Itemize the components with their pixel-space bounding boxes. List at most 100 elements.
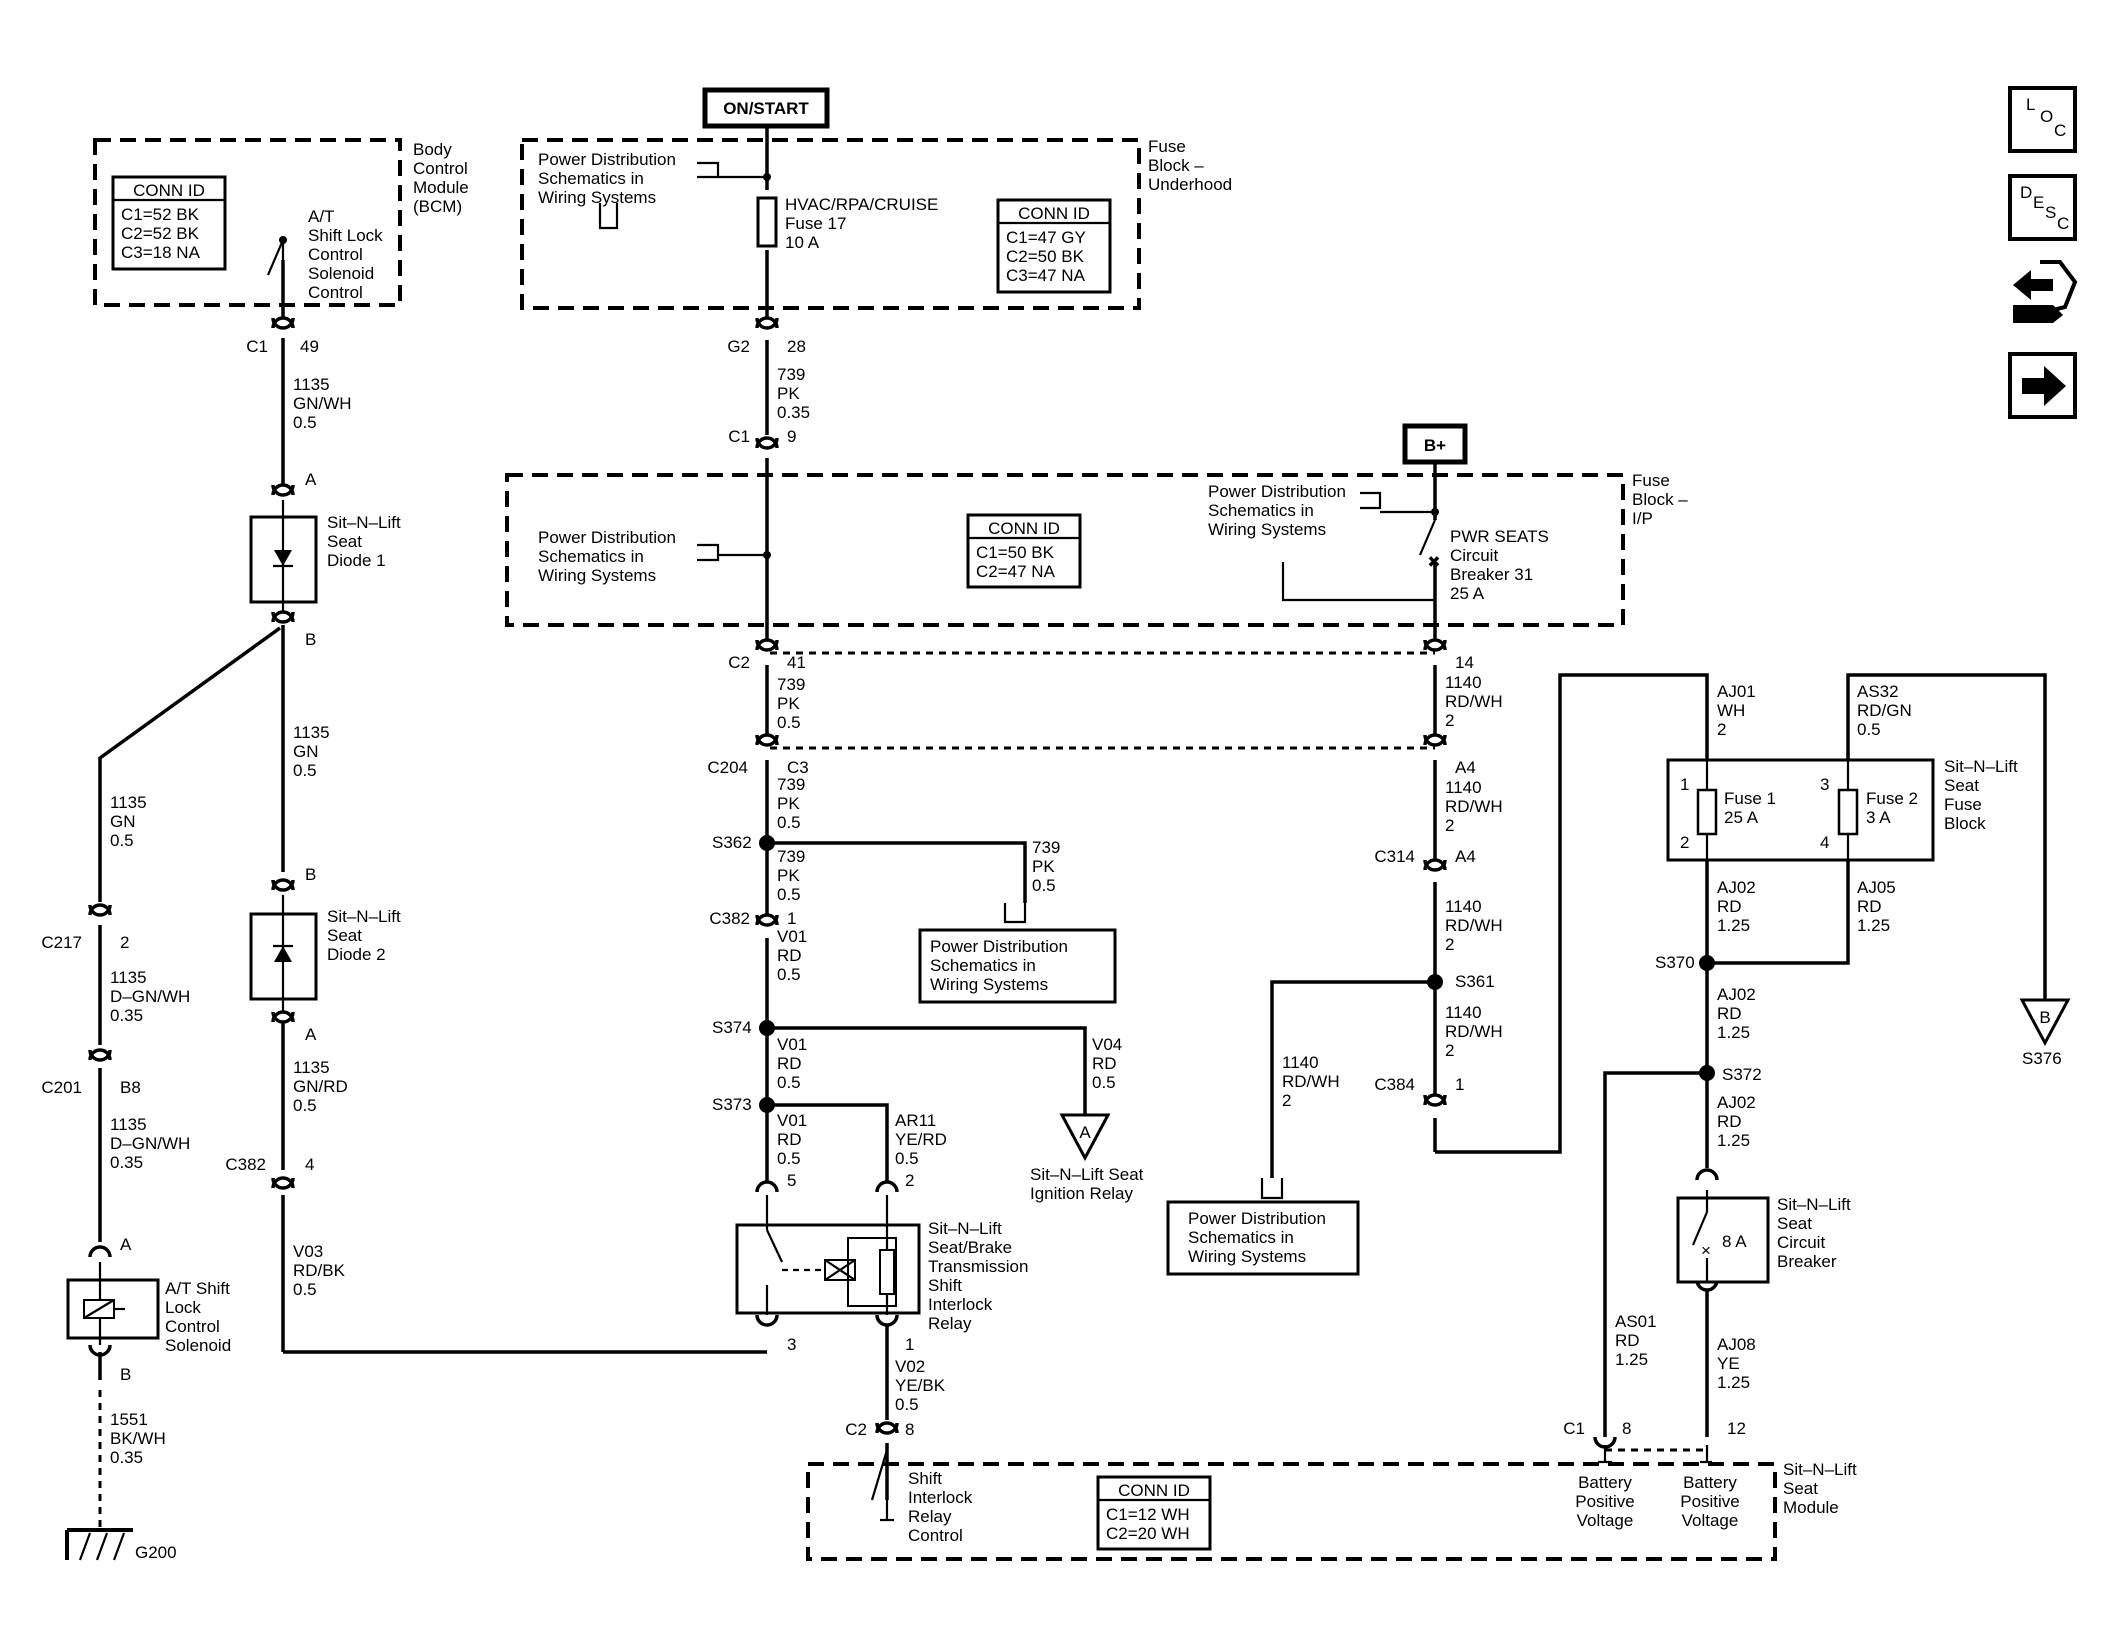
wire-label-w31-line-0: AS01 [1615, 1312, 1657, 1331]
wire-label-w14-line-1: RD [777, 946, 802, 965]
splice-s362-label: S362 [712, 833, 752, 852]
loc-button[interactable]: L O C [2008, 86, 2077, 153]
cb-rating: 8 A [1722, 1232, 1747, 1251]
wire-label-w15-line-2: 0.5 [777, 1073, 801, 1092]
relay-label-line-4: Interlock [928, 1295, 993, 1314]
diode2-label-line-0: Sit–N–Lift [327, 907, 401, 926]
offpage-b-ref: S376 [2022, 1049, 2062, 1068]
seat-cb-label-line-0: Sit–N–Lift [1777, 1195, 1851, 1214]
wire-label-w4-line-1: D–GN/WH [110, 987, 190, 1006]
shift-interlock-ctrl-label-line-1: Interlock [908, 1488, 973, 1507]
ground-g200 [65, 1390, 133, 1561]
seat-module-box [806, 1462, 1777, 1561]
conn-c204-id: C204 [707, 758, 748, 777]
wire-label-w32-line-1: YE [1717, 1354, 1740, 1373]
wire-label-w4-line-2: 0.35 [110, 1006, 143, 1025]
bcm-label-line-1: Control [413, 159, 468, 178]
fuse-underhood-label-line-2: Underhood [1148, 175, 1232, 194]
diode2-label-line-2: Diode 2 [327, 945, 386, 964]
pin-b-sol: B [120, 1365, 131, 1384]
fuse17-label-line-1: Fuse 17 [785, 214, 846, 233]
conn-c382-1-id: C382 [709, 909, 750, 928]
power-dist-uh-line-2: Wiring Systems [538, 188, 656, 207]
wire-label-w7-line-0: 1135 [293, 1058, 330, 1077]
wire-label-w1-line-2: 0.5 [293, 413, 317, 432]
wire-label-w10-line-1: PK [777, 694, 800, 713]
power-dist-box-2-text-line-0: Power Distribution [1188, 1209, 1326, 1228]
conn-c382-4-id: C382 [225, 1155, 266, 1174]
wire-label-w9-line-1: PK [777, 384, 800, 403]
pwr-seats-label-line-0: PWR SEATS [1450, 527, 1549, 546]
power-dist-uh-line-0: Power Distribution [538, 150, 676, 169]
splice-s373-label: S373 [712, 1095, 752, 1114]
wire-label-w20-line-1: RD/WH [1445, 692, 1503, 711]
batt2-label-line-2: Voltage [1682, 1511, 1739, 1530]
conn-id-table-bcm [111, 175, 227, 271]
diode1-label-line-0: Sit–N–Lift [327, 513, 401, 532]
wire-label-w26-line-2: 0.5 [1857, 720, 1881, 739]
pin-14: 14 [1455, 653, 1474, 672]
diode1-label-line-1: Seat [327, 532, 362, 551]
fuse-underhood-label-line-1: Block – [1148, 156, 1204, 175]
seat-cb-label-line-3: Breaker [1777, 1252, 1837, 1271]
desc-button[interactable]: D E S C [2008, 174, 2077, 241]
power-dist-box-1-text-line-2: Wiring Systems [930, 975, 1048, 994]
wire-label-w18-line-2: 0.5 [895, 1149, 919, 1168]
wire-label-w30-line-2: 1.25 [1717, 1131, 1750, 1150]
conn-c1-9-id: C1 [728, 427, 750, 446]
conn-c1-8-id: C1 [1563, 1419, 1585, 1438]
wire-label-w6-line-1: BK/WH [110, 1429, 166, 1448]
connector-view-icon[interactable] [2013, 260, 2078, 323]
wire-label-w16-line-2: 0.5 [777, 1149, 801, 1168]
wire-label-w11-line-2: 0.5 [777, 813, 801, 832]
conn-g2-28-id: G2 [727, 337, 750, 356]
shift-lock-control-label-line-0: A/T [308, 207, 334, 226]
wire-label-w27-line-1: RD [1717, 897, 1742, 916]
wire-network [98, 126, 2047, 1500]
wire-label-w31-line-2: 1.25 [1615, 1350, 1648, 1369]
fuse-ip-label-line-1: Block – [1632, 490, 1688, 509]
fb-pin-2: 2 [1680, 833, 1689, 852]
wire-label-w6-line-2: 0.35 [110, 1448, 143, 1467]
next-page-button[interactable] [2008, 352, 2077, 419]
wire-label-w24-line-0: 1140 [1282, 1053, 1319, 1072]
wire-label-w5-line-0: 1135 [110, 1115, 147, 1134]
offpage-connector-b: B [2019, 998, 2071, 1047]
wire-label-w14-line-2: 0.5 [777, 965, 801, 984]
conn-c217-pin: 2 [120, 933, 129, 952]
conn-table-sm-title: CONN ID [1118, 1481, 1190, 1500]
wire-label-w16-line-0: V01 [777, 1111, 807, 1130]
conn-c384-pin: 1 [1455, 1075, 1464, 1094]
arrow-right-icon [2022, 366, 2066, 406]
bcm-label-line-2: Module [413, 178, 469, 197]
bcm-label-line-0: Body [413, 140, 452, 159]
shift-lock-control-label-line-3: Solenoid [308, 264, 374, 283]
conn-c1-49-pin: 49 [300, 337, 319, 356]
wire-label-w8-line-1: RD/BK [293, 1261, 346, 1280]
shift-lock-control-label-line-2: Control [308, 245, 363, 264]
wire-label-w5-line-2: 0.35 [110, 1153, 143, 1172]
conn-table-bcm-title: CONN ID [133, 181, 205, 200]
ign-relay-label-line-0: Sit–N–Lift Seat [1030, 1165, 1144, 1184]
power-dist-box-2-text-line-1: Schematics in [1188, 1228, 1294, 1247]
wire-label-w20-line-0: 1140 [1445, 673, 1482, 692]
wire-label-w29-line-0: AJ02 [1717, 985, 1756, 1004]
relay-label-line-5: Relay [928, 1314, 972, 1333]
shift-lock-control-switch [266, 239, 285, 276]
pwr-seats-label-line-2: Breaker 31 [1450, 565, 1533, 584]
wire-label-w32-line-0: AJ08 [1717, 1335, 1756, 1354]
wire-label-w24-line-1: RD/WH [1282, 1072, 1340, 1091]
power-dist-uh-line-1: Schematics in [538, 169, 644, 188]
wire-label-w9-line-0: 739 [777, 365, 805, 384]
wire-label-w13-line-1: PK [1032, 857, 1055, 876]
pin-a-sol: A [120, 1235, 132, 1254]
wire-label-w17-line-0: V04 [1092, 1035, 1122, 1054]
shift-interlock-relay [735, 1195, 921, 1315]
conn-table-ip-title: CONN ID [988, 519, 1060, 538]
conn-c2-41-pin: 41 [787, 653, 806, 672]
wire-label-w22-line-1: RD/WH [1445, 916, 1503, 935]
svg-text:×: × [1701, 1241, 1711, 1260]
conn-c2-41-id: C2 [728, 653, 750, 672]
wire-label-w14-line-0: V01 [777, 927, 807, 946]
